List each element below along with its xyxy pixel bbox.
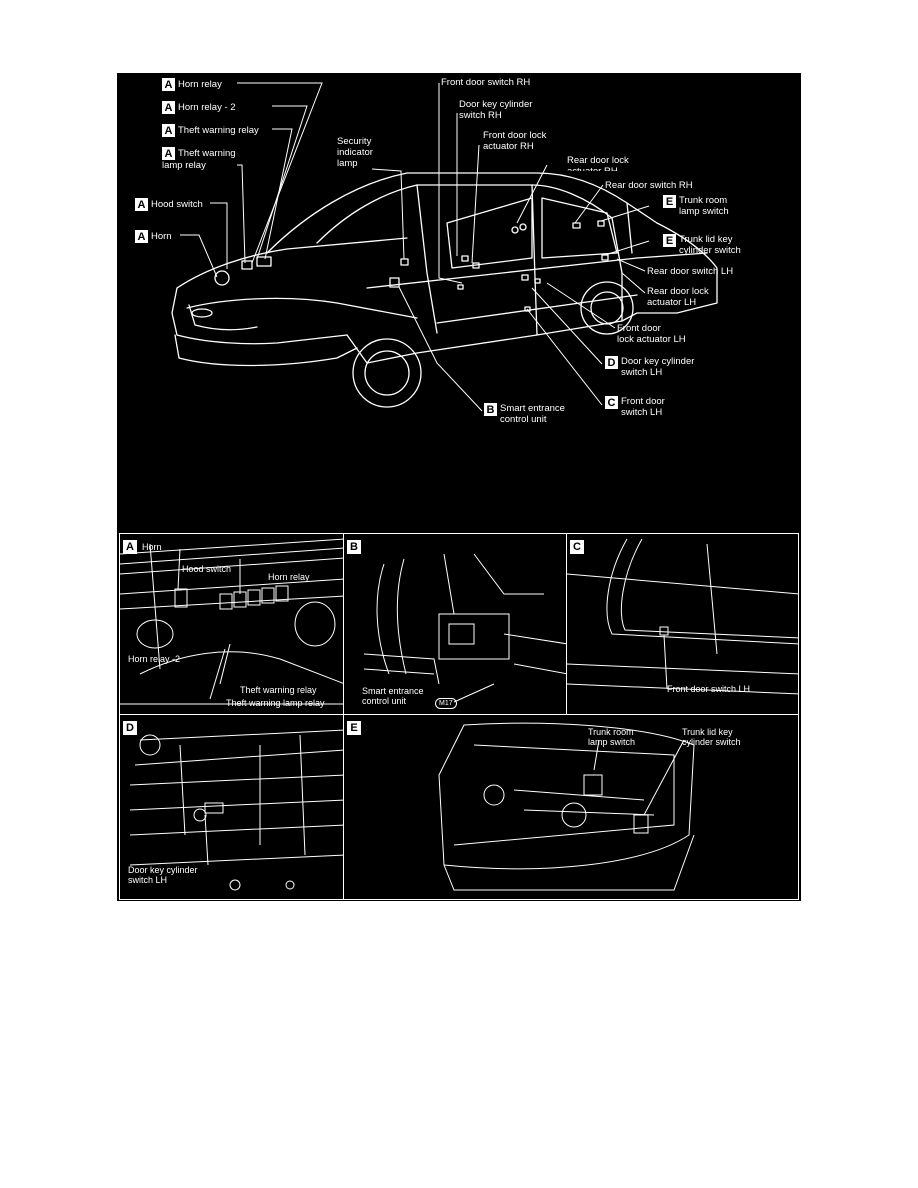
label-front-door-lock-actuator-lh: Front door lock actuator LH — [617, 323, 686, 345]
detail-panel-b: B Smart entrance control unit M17 — [343, 533, 567, 715]
panel-d-drawing — [129, 729, 343, 891]
detail-panel-d: D Door key cylinder switch LH — [119, 714, 344, 900]
label-security-indicator-lamp: Security indicator lamp — [337, 136, 373, 169]
label-rear-door-switch-lh: Rear door switch LH — [647, 266, 734, 277]
panel-c-letter: C — [570, 540, 584, 554]
label-front-door-switch-rh: Front door switch RH — [441, 77, 531, 88]
detail-panel-a: A Horn Hood switch Horn relay Horn relay… — [119, 533, 344, 715]
panel-c-drawing — [567, 538, 798, 695]
panel-a-label-horn-relay-2: Horn relay -2 — [128, 654, 181, 664]
panel-b-connector-badge: M17 — [432, 697, 457, 709]
detail-panel-c: C Front door switch LH — [566, 533, 799, 715]
label-rear-door-lock-actuator-lh: Rear door lock actuator LH — [647, 286, 709, 308]
panel-a-label-horn-relay: Horn relay — [268, 572, 310, 582]
label-front-door-lock-actuator-rh: Front door lock actuator RH — [483, 130, 547, 152]
panel-d-label-door-key-cylinder-switch-lh: Door key cylinder switch LH — [128, 865, 198, 885]
panel-b-label-smart-entrance-control-unit: Smart entrance control unit — [362, 686, 424, 706]
detail-panel-e: E Trunk room lamp switch Trunk lid key c… — [343, 714, 799, 900]
panel-a-drawing — [120, 538, 343, 705]
panel-a-label-horn: Horn — [142, 542, 162, 552]
panel-a-label-hood-switch: Hood switch — [182, 564, 232, 574]
panel-a-label-theft-warning-relay: Theft warning relay — [240, 685, 317, 695]
panel-c-label-front-door-switch-lh: Front door switch LH — [667, 684, 751, 694]
panel-a-label-theft-warning-lamp-relay: Theft warning lamp relay — [226, 698, 325, 708]
label-rear-door-lock-actuator-rh: Rear door lock actuator RH — [567, 155, 629, 171]
panel-e-letter: E — [347, 721, 361, 735]
panel-a-letter: A — [123, 540, 137, 554]
panel-e-drawing — [438, 722, 695, 891]
label-rear-door-switch-rh: Rear door switch RH — [605, 180, 693, 191]
panel-b-drawing — [363, 553, 566, 703]
car-overview-drawing — [171, 82, 718, 412]
panel-e-label-trunk-room-lamp-switch: Trunk room lamp switch — [588, 727, 636, 747]
panel-d-letter: D — [123, 721, 137, 735]
panel-b-letter: B — [347, 540, 361, 554]
label-door-key-cylinder-switch-rh: Door key cylinder switch RH — [459, 99, 533, 121]
panel-e-label-trunk-lid-key-cylinder-switch: Trunk lid key cylinder switch — [682, 727, 741, 747]
